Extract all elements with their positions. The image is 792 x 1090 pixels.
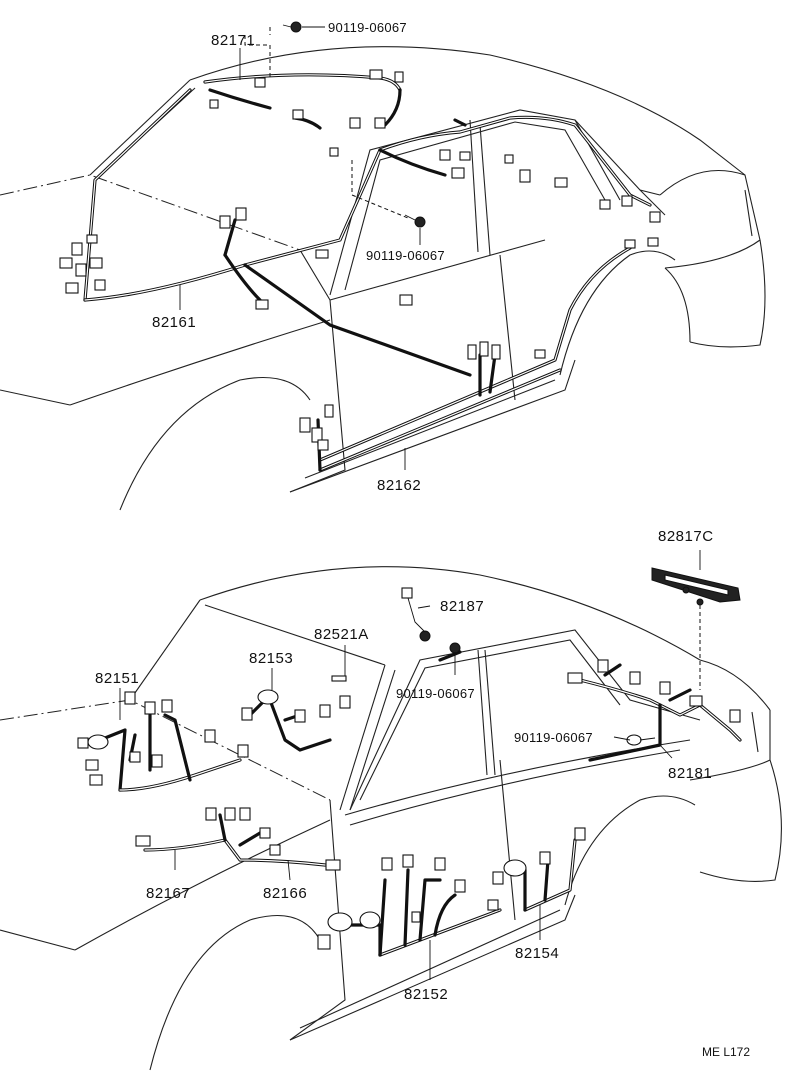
lower-labels: 82817C 82187 82521A 82153 82151 90119-06… (95, 528, 714, 1003)
label-82181: 82181 (668, 765, 712, 782)
upper-connectors (59, 21, 661, 451)
lower-car-body (0, 566, 782, 1071)
label-82521A: 82521A (314, 626, 369, 643)
label-82171: 82171 (211, 32, 255, 49)
label-82151: 82151 (95, 670, 139, 687)
reference-code: ME L172 (702, 1045, 750, 1059)
upper-harness-roof-rail (378, 115, 652, 207)
label-82162: 82162 (377, 477, 421, 494)
label-90119-06067-top: 90119-06067 (328, 20, 407, 35)
lower-harness-82167-82166 (143, 813, 327, 867)
lower-harness-82152 (343, 868, 502, 957)
lower-harness-82153 (248, 698, 332, 752)
label-82167: 82167 (146, 885, 190, 902)
label-82152: 82152 (404, 986, 448, 1003)
label-82161: 82161 (152, 314, 196, 331)
lower-leaders (119, 550, 701, 980)
upper-harness-82171 (203, 73, 402, 130)
upper-labels: 82171 90119-06067 90119-06067 82161 8216… (152, 20, 445, 494)
label-82187: 82187 (440, 598, 484, 615)
label-90119-06067-mid: 90119-06067 (366, 248, 445, 263)
label-90119-06067-lower-2: 90119-06067 (514, 730, 593, 745)
lower-connectors (77, 567, 741, 950)
label-82166: 82166 (263, 885, 307, 902)
upper-leaders (179, 26, 421, 470)
label-90119-06067-lower-1: 90119-06067 (396, 686, 475, 701)
label-82153: 82153 (249, 650, 293, 667)
upper-harness-82161 (83, 88, 472, 377)
lower-harness-82151 (98, 713, 242, 792)
upper-car-body (0, 46, 766, 511)
label-82817C: 82817C (658, 528, 714, 545)
label-82154: 82154 (515, 945, 559, 962)
